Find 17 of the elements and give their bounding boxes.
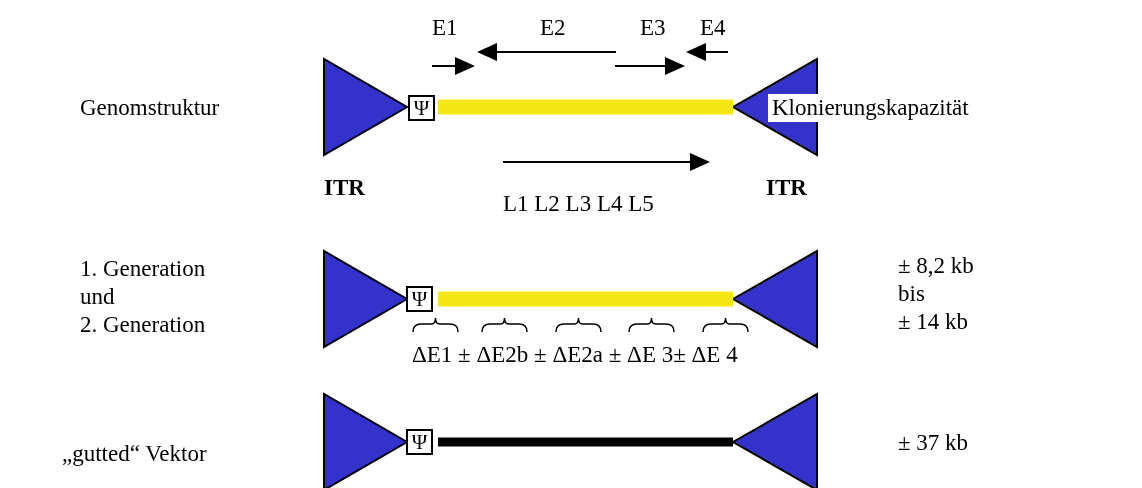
gene-label: E4 [700, 14, 726, 42]
packaging-signal-box: Ψ [408, 95, 435, 121]
row-label: Genomstruktur [80, 94, 220, 122]
packaging-signal-box: Ψ [406, 429, 433, 455]
gene-label: E2 [540, 14, 566, 42]
itr-label: ITR [766, 174, 807, 202]
packaging-signal-box: Ψ [406, 286, 433, 312]
itr-label: ITR [324, 174, 365, 202]
gene-label: L1 L2 L3 L4 L5 [503, 190, 654, 218]
row-label: 1. Generation und 2. Generation [80, 255, 206, 339]
row-label: „gutted“ Vektor [62, 440, 207, 468]
gene-label: E3 [640, 14, 666, 42]
gene-label: E1 [432, 14, 458, 42]
deletion-label: ΔE1 ± ΔE2b ± ΔE2a ± ΔE 3± ΔE 4 [412, 341, 738, 369]
capacity-label: ± 37 kb [898, 429, 969, 457]
capacity-label: ± 8,2 kb bis ± 14 kb [898, 252, 974, 336]
column-heading: Klonierungskapazität [768, 94, 969, 122]
